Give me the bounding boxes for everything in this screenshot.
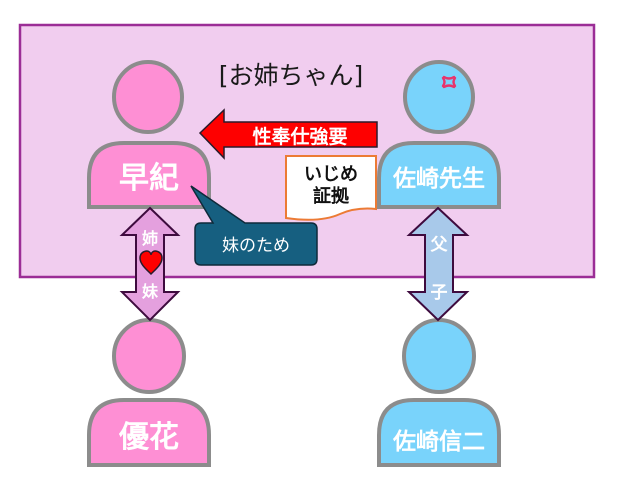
father-label: 父 (430, 235, 449, 255)
callout-text: 妹のため (222, 236, 290, 256)
document-shape (285, 155, 377, 221)
anger-icon (441, 75, 457, 89)
person-head (402, 318, 476, 394)
group-title: [お姉ちゃん] (219, 61, 364, 90)
person-saki[interactable]: 早紀 (87, 60, 211, 209)
person-head (112, 318, 186, 394)
person-body (87, 398, 211, 467)
person-name: 優花 (118, 420, 179, 455)
person-body (377, 398, 501, 467)
coercion-label: 性奉仕強要 (252, 125, 347, 148)
person-shinji[interactable]: 佐崎信二 (377, 318, 501, 467)
father-son-arrow: 父 子 (406, 206, 470, 322)
person-name: 佐崎信二 (392, 428, 485, 455)
sister-top-label: 姉 (142, 229, 158, 248)
person-sensei[interactable]: 佐崎先生 (377, 60, 501, 209)
person-head (403, 60, 475, 134)
person-body (87, 141, 211, 209)
document-line-2: 証拠 (313, 185, 350, 207)
son-label: 子 (431, 283, 448, 303)
sisters-arrow: 姉 妹 (119, 206, 181, 322)
person-name: 佐崎先生 (392, 166, 485, 192)
evidence-document: いじめ 証拠 (285, 155, 377, 221)
arrow-shape (198, 108, 378, 160)
sister-bottom-label: 妹 (141, 282, 159, 301)
person-head (112, 60, 184, 134)
person-name: 早紀 (119, 161, 179, 196)
person-yuka[interactable]: 優花 (87, 318, 211, 467)
coercion-arrow: 性奉仕強要 (198, 108, 378, 160)
heart-icon (139, 250, 163, 276)
speech-callout: 妹のため (190, 185, 318, 266)
document-line-1: いじめ (304, 164, 358, 185)
callout-shape (190, 185, 318, 266)
arrow-shape (406, 206, 470, 322)
person-body (377, 141, 501, 209)
